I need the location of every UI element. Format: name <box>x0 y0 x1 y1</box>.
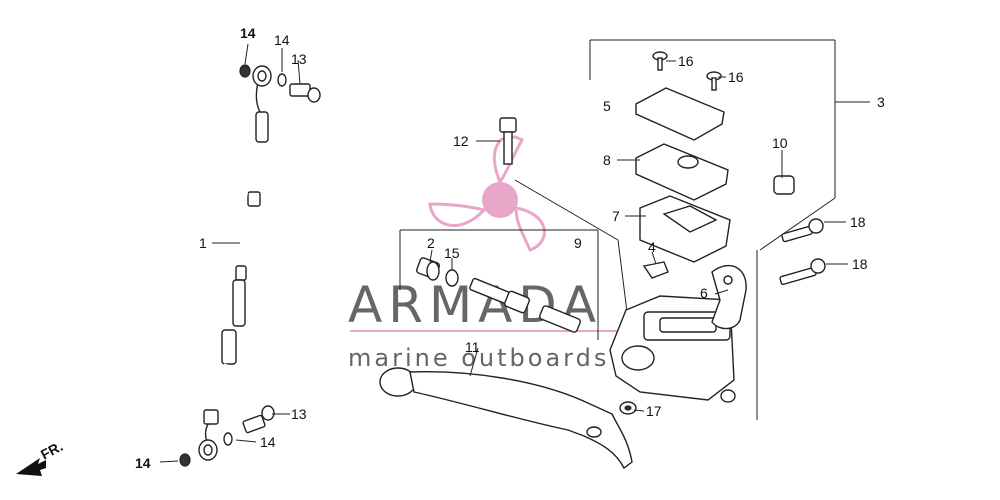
brake-hose <box>203 81 269 447</box>
callout-3: 3 <box>877 94 885 110</box>
reservoir-diaphragm <box>635 143 729 201</box>
callout-16-right: 16 <box>728 69 744 85</box>
callout-14-top-right: 14 <box>274 32 290 48</box>
piston-circlip <box>445 269 459 287</box>
callout-10: 10 <box>772 135 788 151</box>
assembly-bracket-9 <box>399 179 629 340</box>
piston-assembly <box>469 277 581 333</box>
top-banjo-fitting <box>239 64 321 103</box>
bottom-banjo-fitting <box>179 405 275 467</box>
handlebar-clamp <box>711 264 747 330</box>
front-direction-label: FR. <box>38 438 65 463</box>
reservoir-cap <box>635 87 725 141</box>
piston-cup <box>416 257 440 281</box>
callout-11: 11 <box>465 339 480 355</box>
callout-12: 12 <box>453 133 469 149</box>
pivot-nut <box>619 401 637 415</box>
assembly-bracket-3 <box>589 39 870 420</box>
callout-7: 7 <box>612 208 620 224</box>
watermark-underline <box>350 330 642 332</box>
callout-18-bottom: 18 <box>852 256 868 272</box>
callout-1: 1 <box>199 235 207 251</box>
callout-14-top-left: 14 <box>240 25 256 41</box>
clamp-bolt-2 <box>779 258 826 286</box>
callout-13-bottom: 13 <box>291 406 307 422</box>
callout-15: 15 <box>444 245 460 261</box>
brake-lever <box>379 367 633 470</box>
master-cylinder-body <box>609 295 736 403</box>
callout-14-bottom-left: 14 <box>135 455 151 471</box>
cap-screw-1 <box>652 51 668 71</box>
callout-9: 9 <box>574 235 582 251</box>
callout-13-top: 13 <box>291 51 307 67</box>
leader-lines <box>159 43 848 463</box>
callout-14-bottom-right: 14 <box>260 434 276 450</box>
callout-5: 5 <box>603 98 611 114</box>
callout-17: 17 <box>646 403 662 419</box>
cap-screw-2 <box>706 71 722 91</box>
reservoir-diaphragm-plate <box>639 195 731 263</box>
brake-switch <box>642 261 669 279</box>
watermark-tagline: marine outboards <box>348 344 609 372</box>
callout-16-left: 16 <box>678 53 694 69</box>
clamp-bolt-1 <box>781 218 824 243</box>
callout-18-top: 18 <box>850 214 866 230</box>
callout-6: 6 <box>700 285 708 301</box>
callout-2: 2 <box>427 235 435 251</box>
pivot-bolt <box>499 117 517 165</box>
switch-cap <box>773 175 795 195</box>
front-direction-arrow-icon <box>16 458 46 476</box>
callout-8: 8 <box>603 152 611 168</box>
callout-4: 4 <box>648 239 656 255</box>
armada-logo-icon <box>428 135 546 252</box>
